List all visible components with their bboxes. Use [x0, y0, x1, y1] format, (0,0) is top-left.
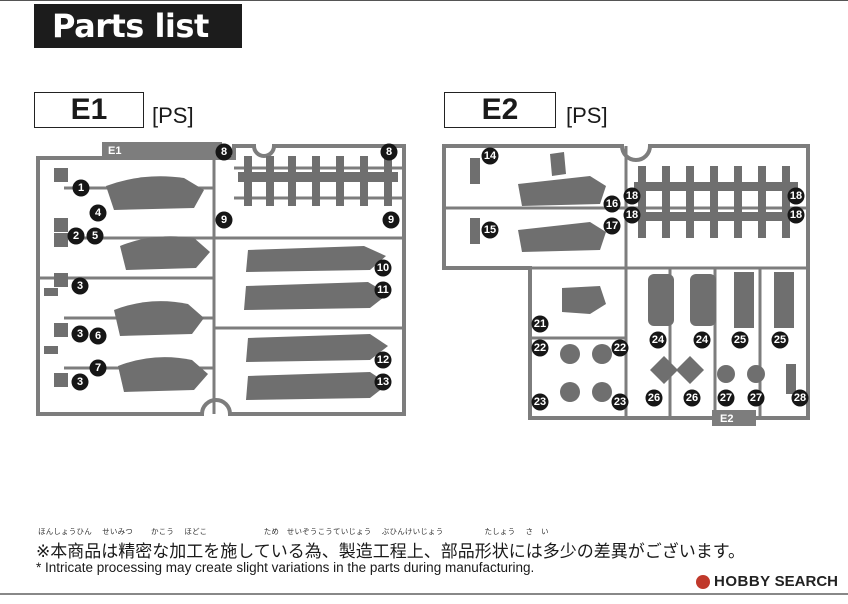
watermark-search: SEARCH	[774, 573, 838, 590]
hobby-search-watermark: HOBBY SEARCH	[695, 573, 838, 590]
svg-text:6: 6	[95, 330, 101, 342]
svg-text:26: 26	[648, 392, 660, 404]
svg-text:16: 16	[606, 198, 618, 210]
svg-text:22: 22	[534, 342, 546, 354]
top-rule	[0, 0, 848, 1]
e1-part-number-badges: 1 4 2 5 3 3 6 3 7 8 8 9 9 10 11 12 13	[67, 143, 400, 391]
svg-text:14: 14	[484, 150, 497, 162]
svg-text:28: 28	[794, 392, 806, 404]
sprue-e2-tab	[712, 410, 756, 426]
sprue-e1-tab-label: E1	[108, 145, 121, 157]
sprue-e2-material: [PS]	[566, 103, 608, 128]
svg-text:18: 18	[626, 190, 638, 202]
svg-text:18: 18	[790, 209, 802, 221]
svg-text:25: 25	[774, 334, 786, 346]
svg-text:9: 9	[221, 214, 227, 226]
svg-text:13: 13	[377, 376, 389, 388]
svg-text:17: 17	[606, 220, 618, 232]
hobby-search-logo-icon	[695, 574, 710, 589]
svg-text:3: 3	[77, 376, 83, 388]
svg-text:25: 25	[734, 334, 746, 346]
svg-text:2: 2	[73, 230, 79, 242]
svg-text:24: 24	[652, 334, 665, 346]
svg-text:8: 8	[386, 146, 392, 158]
svg-text:5: 5	[92, 230, 98, 242]
notice-japanese: ※本商品は精密な加工を施している為、製造工程上、部品形状には多少の差異がございま…	[36, 542, 746, 562]
notice-ruby: ほんしょうひん せいみつ かこう ほどこ ため せいぞうこうていじょう ぶひんけ…	[38, 527, 549, 536]
svg-text:18: 18	[790, 190, 802, 202]
svg-text:21: 21	[534, 318, 546, 330]
sprue-e2-tab-label: E2	[720, 413, 733, 425]
svg-text:18: 18	[626, 209, 638, 221]
svg-text:12: 12	[377, 354, 389, 366]
svg-text:27: 27	[750, 392, 762, 404]
svg-text:27: 27	[720, 392, 732, 404]
svg-text:26: 26	[686, 392, 698, 404]
svg-text:3: 3	[77, 328, 83, 340]
sprue-e1-diagram: E1 1 4 2 5 3 3 6	[36, 142, 406, 416]
svg-text:7: 7	[95, 362, 101, 374]
sprue-e2-diagram: E2 14 15 16 17 18 18 18 18 2	[442, 144, 810, 426]
sprue-e1-tab	[102, 142, 222, 158]
svg-text:4: 4	[95, 207, 102, 219]
svg-text:9: 9	[388, 214, 394, 226]
svg-text:24: 24	[696, 334, 709, 346]
svg-text:22: 22	[614, 342, 626, 354]
sprue-e1-label: E1	[34, 92, 144, 128]
svg-text:15: 15	[484, 224, 496, 236]
svg-text:11: 11	[377, 284, 389, 296]
watermark-hobby: HOBBY	[713, 573, 771, 590]
svg-text:23: 23	[534, 396, 546, 408]
page-title: Parts list	[34, 4, 242, 48]
e2-part-number-badges: 14 15 16 17 18 18 18 18 21 22 22 23 23 2…	[481, 147, 809, 411]
svg-text:10: 10	[377, 262, 389, 274]
svg-text:3: 3	[77, 280, 83, 292]
svg-text:23: 23	[614, 396, 626, 408]
bottom-rule	[0, 593, 848, 595]
svg-text:8: 8	[221, 146, 227, 158]
sprue-e2-label: E2	[444, 92, 556, 128]
svg-text:1: 1	[78, 182, 84, 194]
notice-english: * Intricate processing may create slight…	[36, 560, 535, 575]
sprue-e1-material: [PS]	[152, 103, 194, 128]
